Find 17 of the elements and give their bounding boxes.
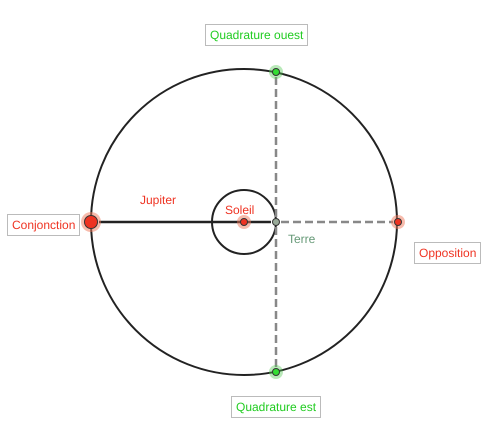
planet-point bbox=[394, 218, 402, 226]
planet-point bbox=[272, 218, 280, 226]
line bbox=[281, 220, 393, 224]
planet-point bbox=[240, 218, 248, 226]
position-label: Quadrature ouest bbox=[205, 24, 308, 46]
position-label: Conjonction bbox=[7, 214, 80, 236]
planet-point bbox=[84, 215, 98, 229]
line bbox=[274, 77, 278, 217]
orbit-label: Jupiter bbox=[140, 193, 176, 207]
body-label: Soleil bbox=[225, 203, 254, 217]
line bbox=[274, 227, 278, 367]
line bbox=[99, 220, 271, 224]
planet-point bbox=[272, 68, 280, 76]
planet-point bbox=[272, 368, 280, 376]
body-label: Terre bbox=[288, 232, 316, 246]
position-label: Quadrature est bbox=[231, 396, 322, 418]
position-label: Opposition bbox=[414, 242, 482, 264]
